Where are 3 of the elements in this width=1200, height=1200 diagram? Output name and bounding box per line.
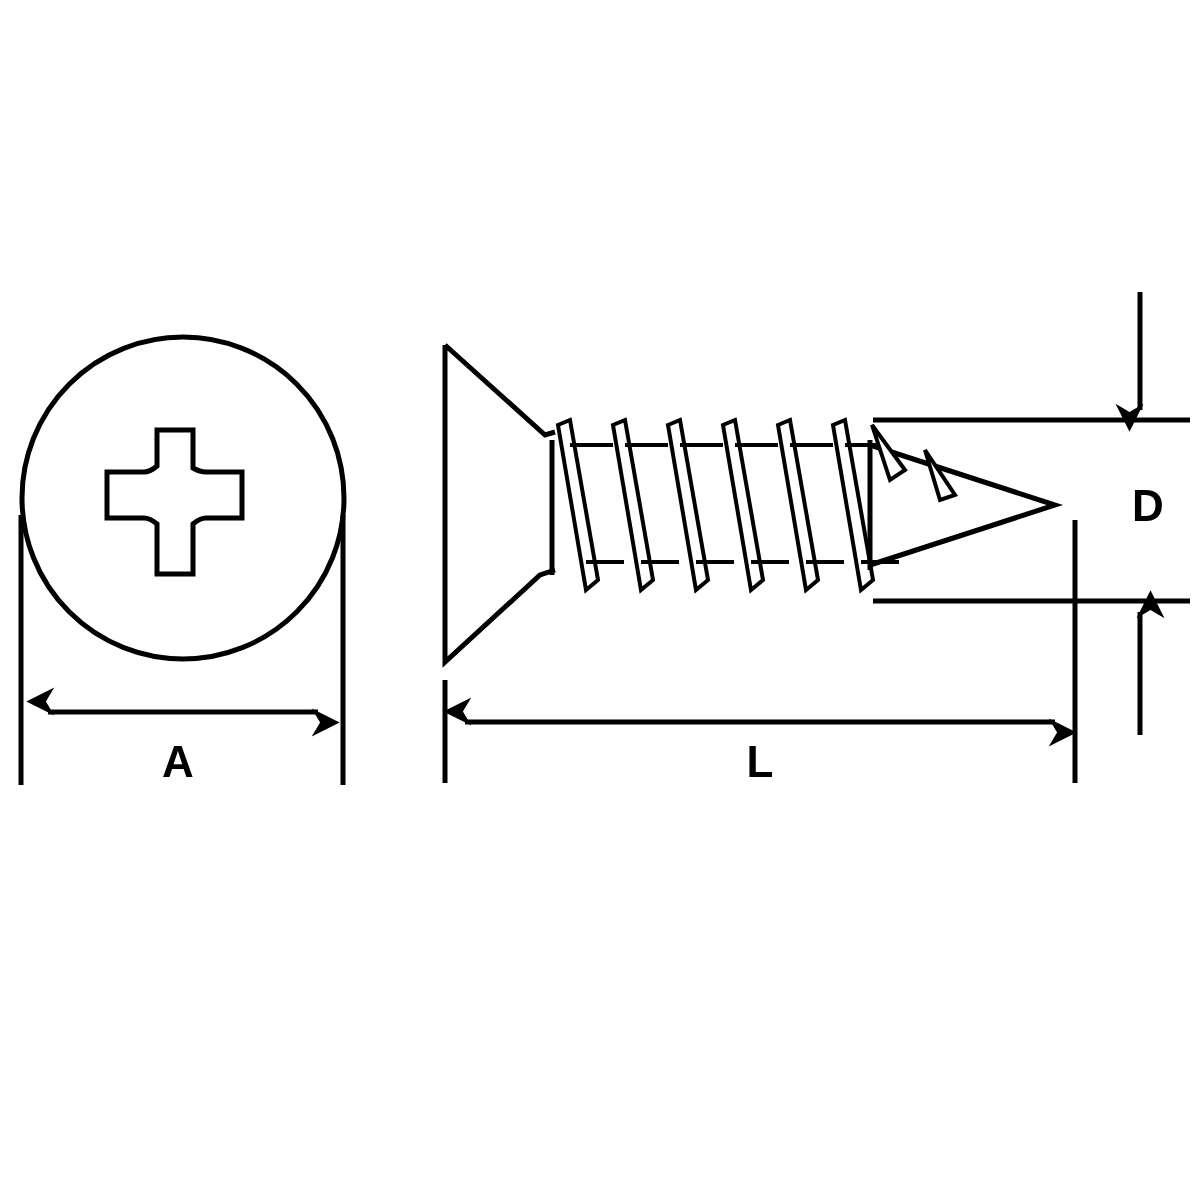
- dimension-label: A: [162, 740, 194, 784]
- dimension-label: D: [1132, 484, 1164, 528]
- dimension-label: L: [746, 740, 774, 784]
